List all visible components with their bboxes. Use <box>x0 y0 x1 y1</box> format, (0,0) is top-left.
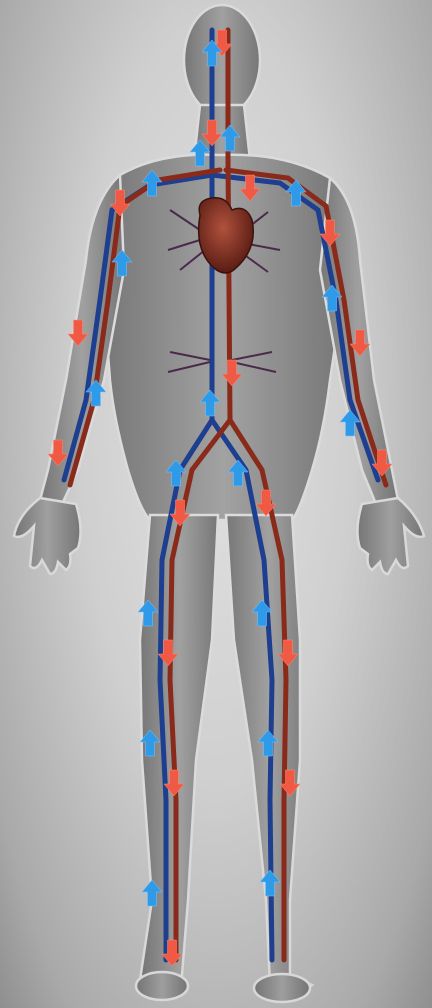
human-body-silhouette <box>14 5 424 1002</box>
